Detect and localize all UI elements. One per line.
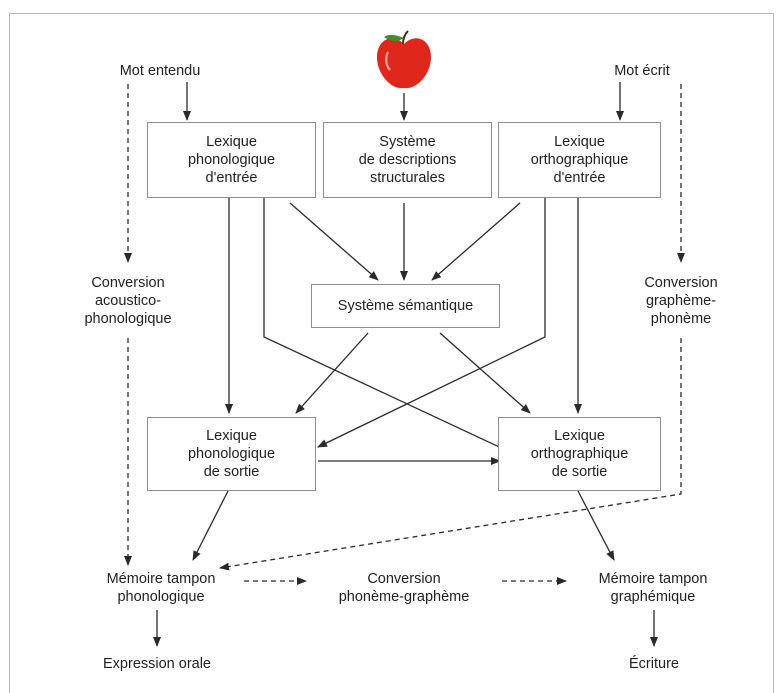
box-orthographic-input-lexicon: Lexique orthographique d'entrée — [498, 122, 661, 198]
box-label: Lexique phonologique de sortie — [187, 428, 276, 480]
arrow-semantic-to-phon-out — [295, 332, 369, 414]
arrow-orth-in-to-phon-out — [317, 198, 546, 448]
box-orthographic-output-lexicon: Lexique orthographique de sortie — [498, 417, 661, 491]
label-acoustic-phonological-conversion: Conversion acoustico- phonologique — [84, 275, 172, 327]
box-phonological-input-lexicon: Lexique phonologique d'entrée — [147, 122, 316, 198]
box-phonological-output-lexicon: Lexique phonologique de sortie — [147, 417, 316, 491]
box-label: Lexique orthographique de sortie — [530, 428, 629, 480]
label-grapheme-phoneme-conversion: Conversion graphème- phonème — [644, 275, 718, 327]
arrow-phon-out-to-buffer — [192, 490, 229, 561]
box-label: Système de descriptions structurales — [358, 134, 457, 186]
label-writing: Écriture — [629, 656, 679, 672]
arrow-orth-out-to-buffer — [577, 490, 615, 561]
label-graphemic-buffer: Mémoire tampon graphémique — [598, 571, 708, 605]
input-written-word: Mot écrit — [614, 63, 670, 79]
diagram-frame — [9, 13, 774, 693]
box-label: Lexique orthographique d'entrée — [530, 134, 629, 186]
label-phoneme-grapheme-conversion: Conversion phonème-graphème — [338, 571, 470, 605]
arrow-phon-in-to-orth-out — [263, 198, 511, 453]
box-structural-descriptions: Système de descriptions structurales — [323, 122, 492, 198]
arrow-orth-in-to-semantic — [431, 202, 521, 281]
box-label: Lexique phonologique d'entrée — [187, 134, 276, 186]
box-semantic-system: Système sémantique — [311, 284, 500, 328]
dashed-gp-to-buffer — [219, 338, 682, 571]
input-heard-word: Mot entendu — [119, 63, 201, 79]
arrow-phon-in-to-semantic — [289, 202, 379, 281]
arrow-semantic-to-orth-out — [439, 332, 531, 414]
box-label: Système sémantique — [337, 298, 474, 314]
label-oral-expression: Expression orale — [103, 656, 211, 672]
label-phonological-buffer: Mémoire tampon phonologique — [106, 571, 216, 605]
apple-icon — [377, 30, 431, 89]
